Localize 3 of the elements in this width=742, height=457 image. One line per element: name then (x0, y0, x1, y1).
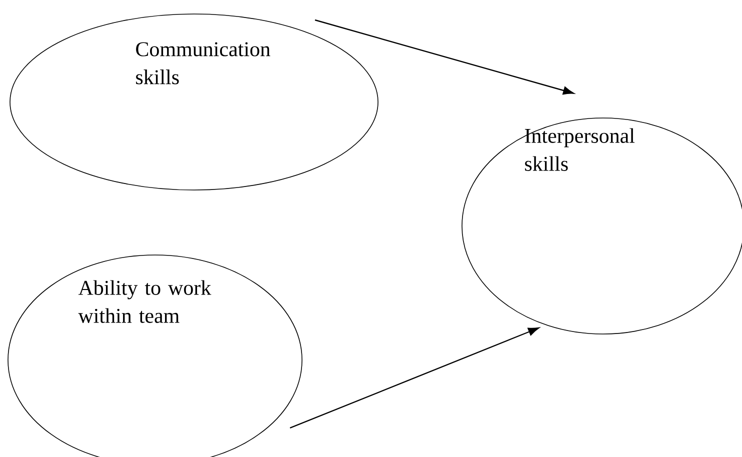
arrow (314, 19, 574, 95)
ellipse-node: Communication skills (10, 14, 378, 190)
arrow (290, 327, 540, 429)
